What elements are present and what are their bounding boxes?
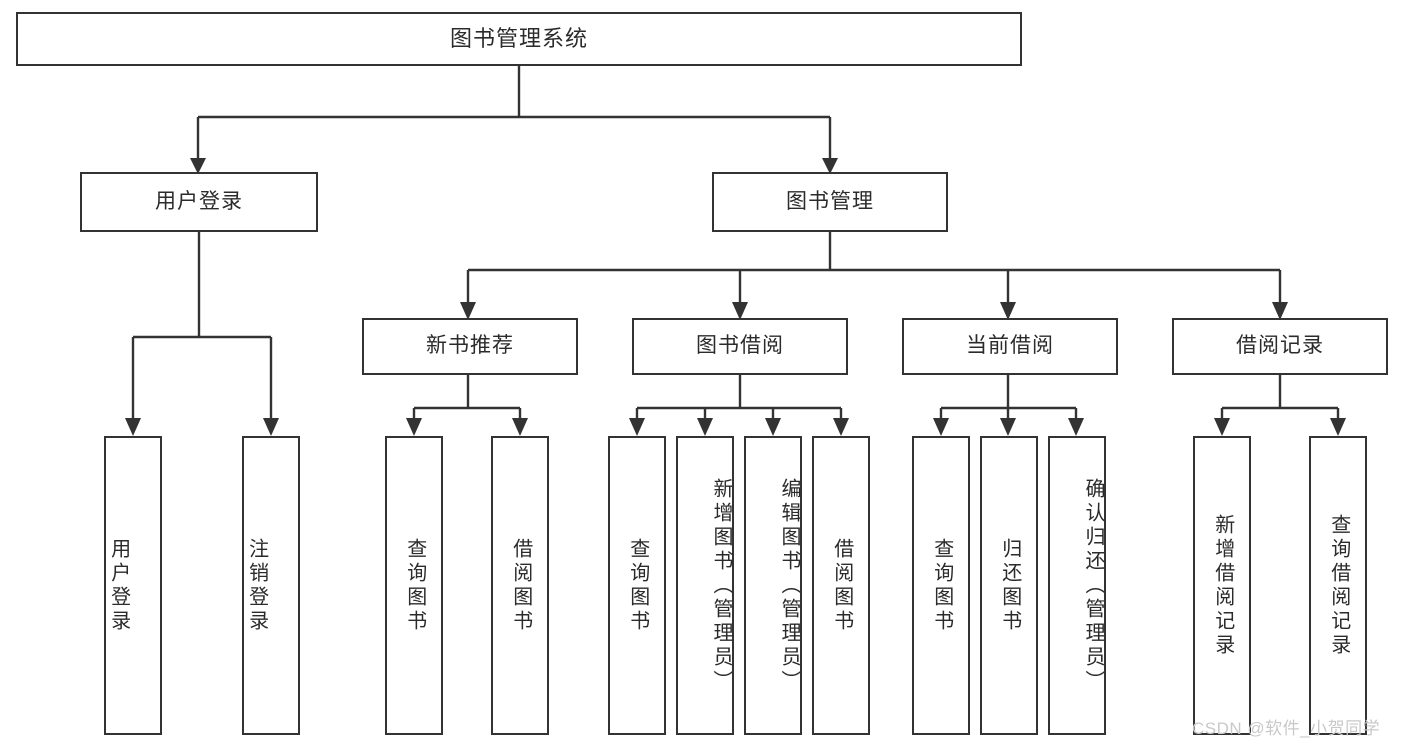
node-current-borrow[interactable]: 当前借阅 bbox=[902, 318, 1118, 375]
node-leaf-borrow-book[interactable]: 借阅图书 bbox=[812, 436, 870, 735]
node-label: 查询图书 bbox=[403, 537, 426, 634]
node-leaf-add-book-admin[interactable]: 新增图书（管理员） bbox=[676, 436, 734, 735]
node-leaf-query-book-recommend[interactable]: 查询图书 bbox=[385, 436, 443, 735]
node-label: 编辑图书（管理员） bbox=[778, 477, 800, 694]
node-label: 查询图书 bbox=[626, 537, 649, 634]
node-borrow-record[interactable]: 借阅记录 bbox=[1172, 318, 1388, 375]
node-leaf-return-book[interactable]: 归还图书 bbox=[980, 436, 1038, 735]
node-label: 新增图书（管理员） bbox=[710, 477, 732, 694]
node-leaf-borrow-book-recommend[interactable]: 借阅图书 bbox=[491, 436, 549, 735]
node-label: 图书管理 bbox=[786, 189, 874, 213]
node-label: 新增借阅记录 bbox=[1211, 513, 1234, 658]
node-label: 用户登录 bbox=[107, 537, 130, 634]
node-leaf-query-book-current[interactable]: 查询图书 bbox=[912, 436, 970, 735]
node-new-book-recommend[interactable]: 新书推荐 bbox=[362, 318, 578, 375]
node-label: 新书推荐 bbox=[426, 334, 514, 358]
node-label: 借阅图书 bbox=[509, 537, 532, 634]
node-book-borrow[interactable]: 图书借阅 bbox=[632, 318, 848, 375]
node-leaf-query-book-borrow[interactable]: 查询图书 bbox=[608, 436, 666, 735]
node-leaf-confirm-return-admin[interactable]: 确认归还（管理员） bbox=[1048, 436, 1106, 735]
node-label: 归还图书 bbox=[998, 537, 1021, 634]
node-book-management[interactable]: 图书管理 bbox=[712, 172, 948, 232]
node-label: 借阅记录 bbox=[1236, 334, 1324, 358]
node-label: 当前借阅 bbox=[966, 334, 1054, 358]
node-leaf-query-borrow-record[interactable]: 查询借阅记录 bbox=[1309, 436, 1367, 735]
node-label: 图书借阅 bbox=[696, 334, 784, 358]
node-label: 查询借阅记录 bbox=[1327, 513, 1350, 658]
node-user-login[interactable]: 用户登录 bbox=[80, 172, 318, 232]
node-label: 图书管理系统 bbox=[449, 26, 588, 52]
node-label: 确认归还（管理员） bbox=[1082, 477, 1104, 694]
node-label: 查询图书 bbox=[930, 537, 953, 634]
node-leaf-logout[interactable]: 注销登录 bbox=[242, 436, 300, 735]
node-leaf-user-login[interactable]: 用户登录 bbox=[104, 436, 162, 735]
node-leaf-edit-book-admin[interactable]: 编辑图书（管理员） bbox=[744, 436, 802, 735]
node-label: 注销登录 bbox=[245, 537, 268, 634]
node-label: 用户登录 bbox=[155, 189, 243, 213]
node-leaf-add-borrow-record[interactable]: 新增借阅记录 bbox=[1193, 436, 1251, 735]
node-root-system-title[interactable]: 图书管理系统 bbox=[16, 12, 1022, 66]
node-label: 借阅图书 bbox=[830, 537, 853, 634]
